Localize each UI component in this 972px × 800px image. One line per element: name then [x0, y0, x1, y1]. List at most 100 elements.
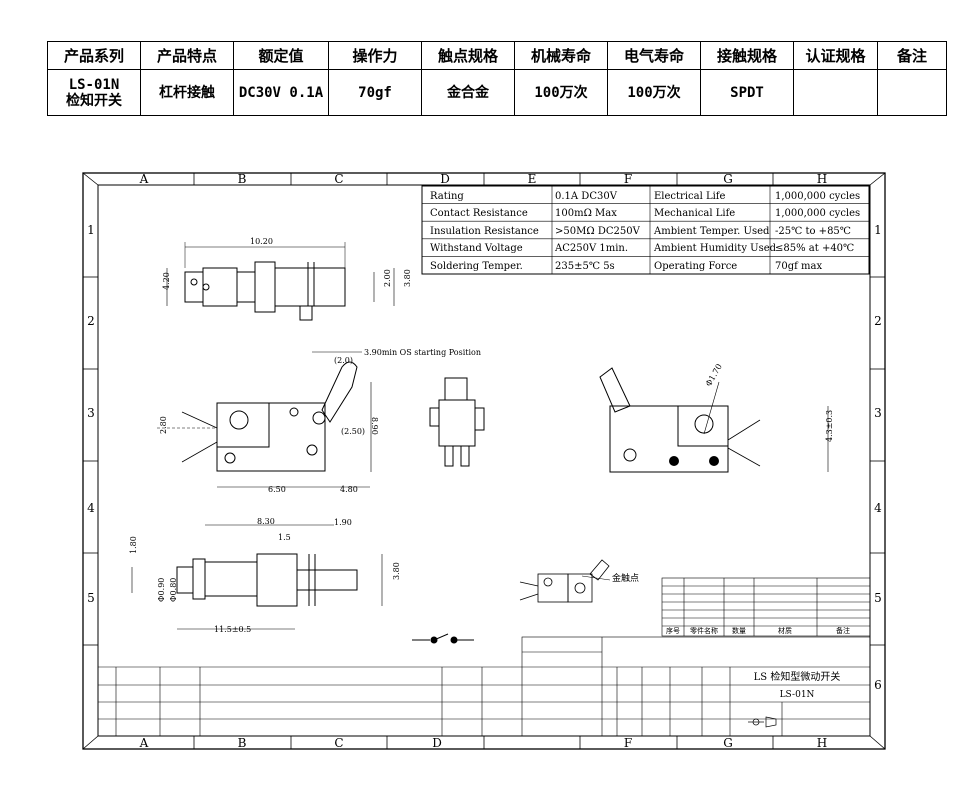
col-label-bottom: A — [139, 736, 149, 750]
svg-text:零件名称: 零件名称 — [690, 626, 718, 635]
svg-text:2.80: 2.80 — [159, 416, 168, 434]
front-view — [157, 351, 372, 488]
svg-text:Ambient Temper. Used: Ambient Temper. Used — [653, 226, 770, 237]
col-label-top: E — [528, 172, 537, 186]
iso-hole-2 — [709, 456, 719, 466]
row-label-left: 5 — [87, 591, 95, 605]
col-label-top: G — [723, 172, 733, 186]
col-label-top: D — [440, 172, 450, 186]
svg-text:Ambient Humidity Used: Ambient Humidity Used — [653, 243, 777, 254]
svg-text:备注: 备注 — [836, 626, 850, 635]
svg-text:序号: 序号 — [666, 626, 680, 635]
cell-mech-life: 100万次 — [514, 69, 608, 116]
row-label-left: 2 — [87, 314, 95, 328]
svg-text:4.3±0.3: 4.3±0.3 — [825, 410, 834, 442]
row-label-right: 5 — [874, 591, 882, 605]
row-label-right: 4 — [874, 501, 882, 515]
side-view — [429, 377, 485, 467]
header-cert: 认证规格 — [793, 41, 878, 70]
svg-text:Soldering Temper.: Soldering Temper. — [430, 261, 523, 272]
cell-cert — [793, 69, 878, 116]
header-contact: 触点规格 — [421, 41, 515, 70]
small-iso-view — [519, 559, 611, 603]
row-label-left: 1 — [87, 223, 95, 237]
svg-text:Mechanical Life: Mechanical Life — [654, 208, 735, 219]
svg-text:(2.0): (2.0) — [334, 356, 353, 365]
row-label-right: 6 — [874, 678, 882, 692]
col-label-top: F — [624, 172, 632, 186]
svg-text:0.1A DC30V: 0.1A DC30V — [555, 191, 618, 202]
col-label-bottom: G — [723, 736, 733, 750]
svg-text:-25℃ to +85℃: -25℃ to +85℃ — [775, 226, 851, 237]
svg-text:Electrical Life: Electrical Life — [654, 191, 725, 202]
bottom-view — [131, 524, 383, 630]
svg-text:Operating Force: Operating Force — [654, 261, 737, 272]
svg-text:6.50: 6.50 — [268, 485, 286, 494]
svg-text:8.90: 8.90 — [370, 417, 379, 435]
header-force: 操作力 — [328, 41, 422, 70]
spec-header-row: 产品系列 产品特点 额定值 操作力 触点规格 机械寿命 电气寿命 接触规格 认证… — [47, 41, 947, 70]
svg-text:材质: 材质 — [778, 626, 792, 635]
title-block — [98, 636, 871, 737]
cell-remark — [877, 69, 947, 116]
svg-text:>50MΩ DC250V: >50MΩ DC250V — [555, 226, 641, 237]
title-product-name: LS 检知型微动开关 — [754, 670, 841, 683]
svg-text:8.30: 8.30 — [257, 517, 275, 526]
svg-text:2.00: 2.00 — [383, 269, 392, 287]
svg-text:10.20: 10.20 — [250, 237, 273, 246]
svg-text:1,000,000 cycles: 1,000,000 cycles — [775, 191, 860, 202]
svg-text:Contact Resistance: Contact Resistance — [430, 208, 528, 219]
col-label-bottom: C — [334, 736, 343, 750]
col-label-bottom: F — [624, 736, 632, 750]
gold-contact-label: 金触点 — [612, 572, 639, 584]
svg-text:4.20: 4.20 — [162, 272, 171, 290]
header-series: 产品系列 — [47, 41, 141, 70]
col-label-top: H — [817, 172, 827, 186]
cell-elec-life: 100万次 — [607, 69, 701, 116]
iso-view — [599, 367, 829, 473]
svg-text:(2.50): (2.50) — [341, 427, 365, 436]
svg-text:1,000,000 cycles: 1,000,000 cycles — [775, 208, 860, 219]
svg-text:70gf max: 70gf max — [775, 261, 822, 272]
svg-text:4.80: 4.80 — [340, 485, 358, 494]
title-part-no: LS-01N — [780, 690, 815, 700]
projection-symbol — [748, 716, 777, 728]
svg-text:AC250V 1min.: AC250V 1min. — [554, 243, 628, 254]
col-label-top: B — [238, 172, 247, 186]
row-label-right: 1 — [874, 223, 882, 237]
col-label-bottom: H — [817, 736, 827, 750]
cell-feature: 杠杆接触 — [140, 69, 234, 116]
top-view-dims: 10.20 4.20 2.00 3.80 — [162, 237, 412, 290]
row-label-left: 3 — [87, 406, 95, 420]
cell-force: 70gf — [328, 69, 422, 116]
header-rating: 额定值 — [233, 41, 329, 70]
front-view-dims: 3.90min OS starting Position (2.0) 8.90 … — [159, 348, 481, 494]
top-view — [166, 242, 395, 321]
svg-text:11.5±0.5: 11.5±0.5 — [214, 625, 251, 634]
svg-text:Φ0.80: Φ0.80 — [169, 578, 178, 602]
column-labels: A B C D E F G H A B C D F G H — [139, 172, 828, 750]
spec-data-row: LS-01N 检知开关 杠杆接触 DC30V 0.1A 70gf 金合金 100… — [47, 69, 947, 116]
cell-rating: DC30V 0.1A — [233, 69, 329, 116]
header-elec-life: 电气寿命 — [607, 41, 701, 70]
header-remark: 备注 — [877, 41, 947, 70]
svg-text:Φ0.90: Φ0.90 — [157, 578, 166, 602]
svg-text:Rating: Rating — [430, 191, 464, 202]
header-contact-form: 接触规格 — [700, 41, 794, 70]
col-label-top: C — [334, 172, 343, 186]
header-mech-life: 机械寿命 — [514, 41, 608, 70]
svg-text:100mΩ Max: 100mΩ Max — [555, 208, 617, 219]
spec-table: 产品系列 产品特点 额定值 操作力 触点规格 机械寿命 电气寿命 接触规格 认证… — [47, 41, 947, 116]
bottom-view-dims: 8.30 1.90 1.5 1.80 Φ0.90 Φ0.80 3.80 11.5… — [129, 517, 401, 634]
col-label-bottom: B — [238, 736, 247, 750]
engineering-drawing: A B C D E F G H A B C D F G H 1 2 3 4 5 … — [82, 172, 886, 750]
iso-view-dims: Φ1.70 4.3±0.3 — [704, 362, 834, 442]
svg-text:235±5℃ 5s: 235±5℃ 5s — [555, 261, 615, 272]
svg-text:≤85% at +40℃: ≤85% at +40℃ — [775, 243, 854, 254]
svg-text:数量: 数量 — [732, 626, 746, 635]
bom-header: 序号 零件名称 数量 材质 备注 — [666, 626, 850, 635]
svg-text:1.5: 1.5 — [278, 533, 291, 542]
svg-text:1.80: 1.80 — [129, 536, 138, 554]
svg-text:3.80: 3.80 — [392, 562, 401, 580]
col-label-top: A — [139, 172, 149, 186]
